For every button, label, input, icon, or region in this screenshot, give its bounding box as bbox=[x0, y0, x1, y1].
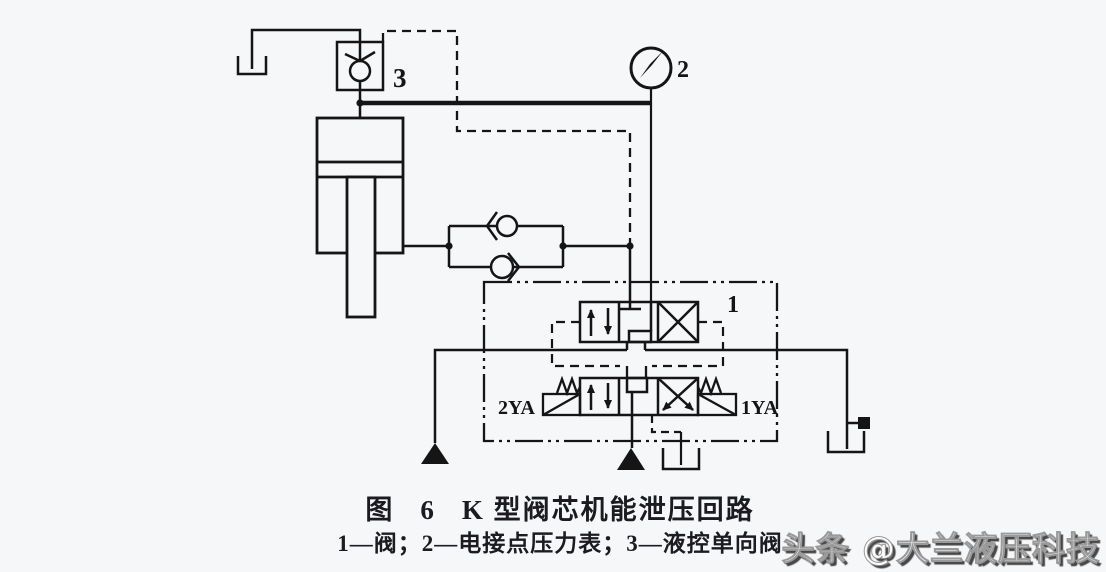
valve-enclosure-boundary bbox=[482, 280, 779, 443]
caption-title: K 型阀芯机能泄压回路 bbox=[461, 495, 755, 525]
junction-dots bbox=[356, 99, 634, 250]
caption-number: 6 bbox=[420, 495, 436, 525]
gauge-number-label: 2 bbox=[677, 57, 689, 83]
work-port-lines bbox=[433, 348, 858, 449]
caption-prefix: 图 bbox=[365, 495, 395, 525]
solenoid-right-label: 1YA bbox=[741, 397, 779, 419]
solenoid-left-label: 2YA bbox=[498, 397, 536, 419]
plug-icon bbox=[858, 417, 870, 429]
tank-symbol-bottom-right bbox=[826, 431, 866, 454]
watermark-text: 头条 @大兰液压科技 bbox=[781, 529, 1100, 569]
right-solenoid-icon bbox=[696, 392, 738, 417]
drain-triangle-left bbox=[421, 443, 449, 464]
valve-number-label: 1 bbox=[727, 292, 739, 318]
figure-legend: 1—阀；2—电接点压力表；3—液控单向阀 bbox=[337, 531, 783, 556]
main-stage-valve bbox=[578, 376, 700, 448]
drain-line-dashed bbox=[650, 415, 683, 465]
pressure-gauge-icon bbox=[629, 46, 673, 90]
left-return-spring-icon bbox=[555, 375, 582, 397]
right-return-spring-icon bbox=[696, 375, 723, 397]
left-solenoid-icon bbox=[541, 392, 582, 417]
drain-triangle-center bbox=[617, 448, 645, 470]
hydraulic-cylinder bbox=[315, 116, 449, 319]
tank-symbol-top-left bbox=[236, 28, 362, 76]
pilot-stage-valve bbox=[578, 247, 700, 350]
pilot-box-dashed bbox=[550, 320, 725, 368]
pilot-box-connectors bbox=[625, 366, 648, 378]
tank-symbol-bottom-center bbox=[661, 448, 701, 471]
paired-check-valves-icon bbox=[447, 211, 630, 282]
check-valve-number-label: 3 bbox=[393, 63, 407, 93]
pilot-control-line-dashed bbox=[381, 29, 632, 243]
pilot-check-valve-icon bbox=[335, 40, 385, 103]
